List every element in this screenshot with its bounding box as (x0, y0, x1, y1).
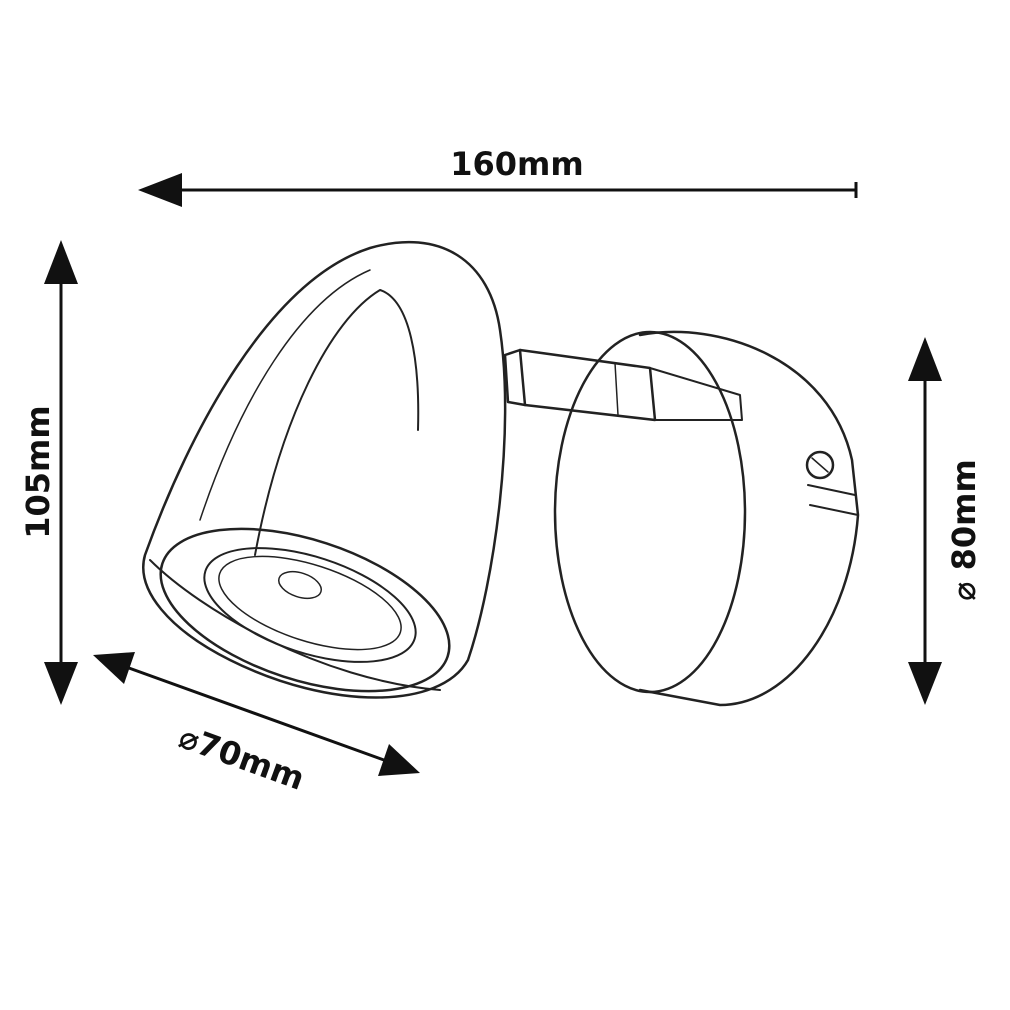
wall-base (553, 330, 860, 707)
width-label: 160mm (450, 145, 583, 183)
lamp-arm (503, 348, 743, 422)
height-label: 105mm (19, 405, 57, 538)
width-dimension-arrow (138, 173, 858, 207)
base-diameter-arrow (908, 337, 942, 705)
height-dimension-arrow (44, 240, 78, 705)
head-diameter-arrow (93, 652, 420, 776)
head-diameter-label: ⌀70mm (174, 717, 310, 797)
base-diameter-label: ⌀ 80mm (945, 459, 983, 601)
lamp-head (142, 240, 507, 699)
screw-icon (805, 450, 835, 480)
